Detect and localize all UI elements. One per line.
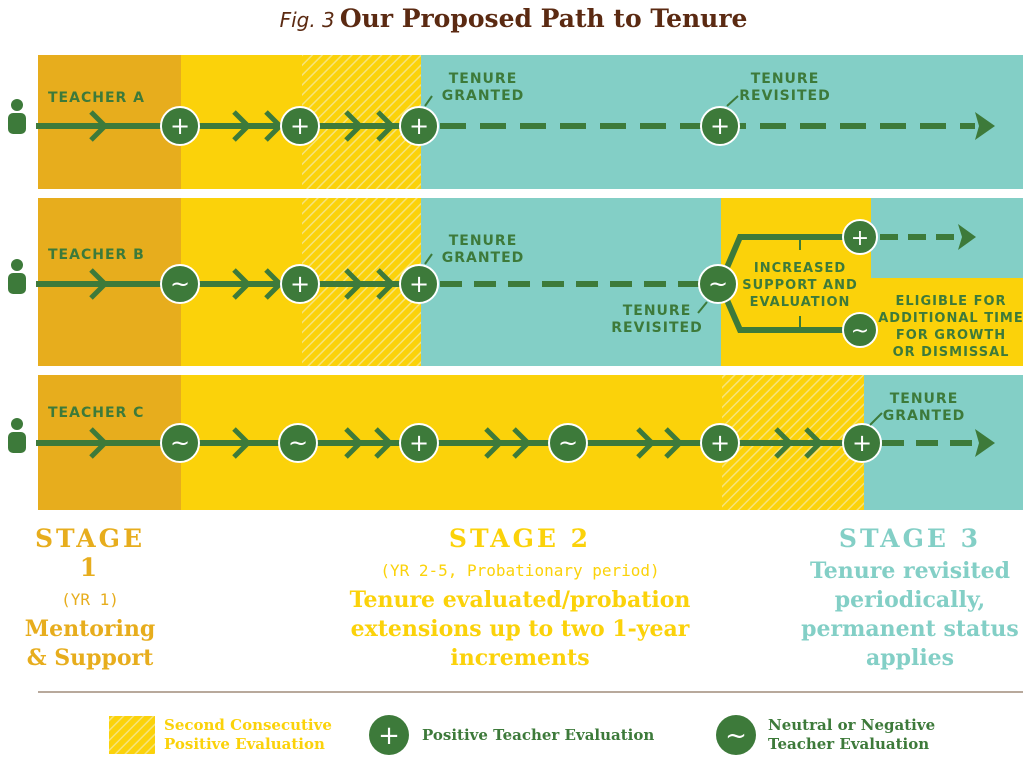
svg-text:+: +	[851, 226, 869, 251]
legend-hatched-swatch	[109, 716, 155, 754]
neutral-evaluation-icon: ~	[160, 423, 200, 463]
stage-2-heading: STAGE 2	[448, 524, 592, 553]
svg-text:REVISITED: REVISITED	[739, 88, 830, 104]
row-b-dismissal-band	[871, 278, 1023, 366]
svg-text:TENURE: TENURE	[623, 303, 692, 319]
svg-text:+: +	[409, 112, 429, 140]
svg-text:~: ~	[288, 429, 308, 457]
row-teacher-a: TEACHER A + + + + TENURE	[8, 55, 1023, 189]
svg-text:INCREASED: INCREASED	[754, 261, 846, 276]
svg-text:GRANTED: GRANTED	[442, 88, 525, 104]
svg-text:+: +	[710, 112, 730, 140]
svg-text:~: ~	[851, 319, 869, 344]
positive-evaluation-icon: +	[399, 106, 439, 146]
svg-text:SUPPORT AND: SUPPORT AND	[742, 278, 858, 293]
svg-text:FOR GROWTH: FOR GROWTH	[896, 328, 1006, 343]
svg-text:~: ~	[170, 429, 190, 457]
callout-tenure-revisited: TENURE REVISITED	[611, 301, 708, 336]
person-icon	[8, 259, 26, 294]
svg-text:ELIGIBLE FOR: ELIGIBLE FOR	[895, 294, 1006, 309]
svg-text:TENURE: TENURE	[751, 71, 820, 87]
chevron-arrows	[89, 268, 396, 300]
positive-evaluation-icon: +	[399, 423, 439, 463]
stage-1: STAGE 1 (YR 1) Mentoring & Support	[20, 524, 160, 673]
svg-text:GRANTED: GRANTED	[883, 408, 966, 424]
neutral-evaluation-icon: ~	[842, 312, 878, 348]
chevron-arrows	[89, 427, 824, 459]
person-icon	[8, 418, 26, 453]
row-teacher-b: TEACHER B ~ + +	[8, 198, 1024, 366]
row-a-stage1-band	[38, 55, 181, 189]
stage-3: STAGE 3 Tenure revisited periodically, p…	[800, 524, 1020, 673]
legend-neutral-icon: ~	[716, 715, 756, 755]
positive-evaluation-icon: +	[842, 219, 878, 255]
positive-evaluation-icon: +	[842, 423, 882, 463]
row-b-stage3-band	[421, 198, 721, 366]
positive-evaluation-icon: +	[160, 106, 200, 146]
svg-text:TENURE: TENURE	[890, 391, 959, 407]
stage-2-description: Tenure evaluated/probation extensions up…	[349, 587, 691, 671]
legend-neutral-label: Neutral or Negative Teacher Evaluation	[768, 716, 936, 753]
svg-text:REVISITED: REVISITED	[611, 320, 702, 336]
legend-hatched-label: Second Consecutive Positive Evaluation	[164, 716, 332, 753]
svg-text:GRANTED: GRANTED	[442, 250, 525, 266]
arrowhead-icon	[958, 224, 976, 250]
stage-3-description: Tenure revisited periodically, permanent…	[801, 558, 1019, 671]
neutral-evaluation-icon: ~	[548, 423, 588, 463]
stage-2-years: (YR 2-5, Probationary period)	[380, 561, 660, 580]
legend-positive-label: Positive Teacher Evaluation	[422, 726, 655, 744]
teacher-a-label: TEACHER A	[48, 90, 145, 106]
callout-tenure-granted: TENURE GRANTED	[869, 391, 966, 426]
positive-evaluation-icon: +	[700, 106, 740, 146]
teacher-c-label: TEACHER C	[48, 405, 144, 421]
svg-text:+: +	[170, 112, 190, 140]
positive-evaluation-icon: +	[280, 264, 320, 304]
row-teacher-c: TEACHER C ~ ~ +	[8, 375, 1023, 510]
neutral-evaluation-icon: ~	[160, 264, 200, 304]
callout-tenure-granted: TENURE GRANTED	[424, 71, 525, 107]
callout-increased-support: INCREASED SUPPORT AND EVALUATION	[742, 261, 858, 310]
svg-text:+: +	[852, 429, 872, 457]
callout-tenure-revisited: TENURE REVISITED	[726, 71, 830, 107]
legend-positive-icon: +	[369, 715, 409, 755]
callout-eligible-additional-time: ELIGIBLE FOR ADDITIONAL TIME FOR GROWTH …	[878, 294, 1024, 360]
positive-evaluation-icon: +	[399, 264, 439, 304]
svg-text:+: +	[409, 429, 429, 457]
teacher-b-label: TEACHER B	[48, 247, 145, 263]
figure-number: Fig. 3	[279, 8, 335, 32]
svg-text:+: +	[290, 270, 310, 298]
neutral-evaluation-icon: ~	[278, 423, 318, 463]
stage-1-description: Mentoring & Support	[24, 616, 156, 671]
figure-main-title: Our Proposed Path to Tenure	[339, 4, 748, 33]
svg-text:EVALUATION: EVALUATION	[750, 295, 851, 310]
svg-text:+: +	[378, 721, 400, 751]
svg-text:ADDITIONAL TIME: ADDITIONAL TIME	[878, 311, 1024, 326]
legend: + ~	[109, 715, 756, 755]
neutral-evaluation-icon: ~	[698, 264, 738, 304]
svg-text:+: +	[290, 112, 310, 140]
tenure-path-diagram: TEACHER A + + + + TENURE	[8, 55, 1024, 693]
svg-text:~: ~	[170, 270, 190, 298]
callout-tenure-granted: TENURE GRANTED	[424, 233, 525, 266]
svg-text:TENURE: TENURE	[449, 233, 518, 249]
stage-1-years: (YR 1)	[61, 590, 119, 609]
svg-text:TENURE: TENURE	[449, 71, 518, 87]
arrowhead-icon	[975, 429, 995, 457]
svg-text:+: +	[409, 270, 429, 298]
svg-text:~: ~	[725, 721, 747, 751]
stage-2: STAGE 2 (YR 2-5, Probationary period) Te…	[330, 524, 710, 673]
person-icon	[8, 99, 26, 134]
svg-text:~: ~	[708, 270, 728, 298]
svg-text:+: +	[710, 429, 730, 457]
svg-text:~: ~	[558, 429, 578, 457]
positive-evaluation-icon: +	[700, 423, 740, 463]
positive-evaluation-icon: +	[280, 106, 320, 146]
svg-text:OR DISMISSAL: OR DISMISSAL	[893, 345, 1010, 360]
arrowhead-icon	[975, 112, 995, 140]
stage-3-heading: STAGE 3	[838, 524, 982, 553]
stage-1-heading: STAGE 1	[34, 524, 146, 582]
figure-title: Fig. 3 Our Proposed Path to Tenure	[0, 4, 1027, 33]
